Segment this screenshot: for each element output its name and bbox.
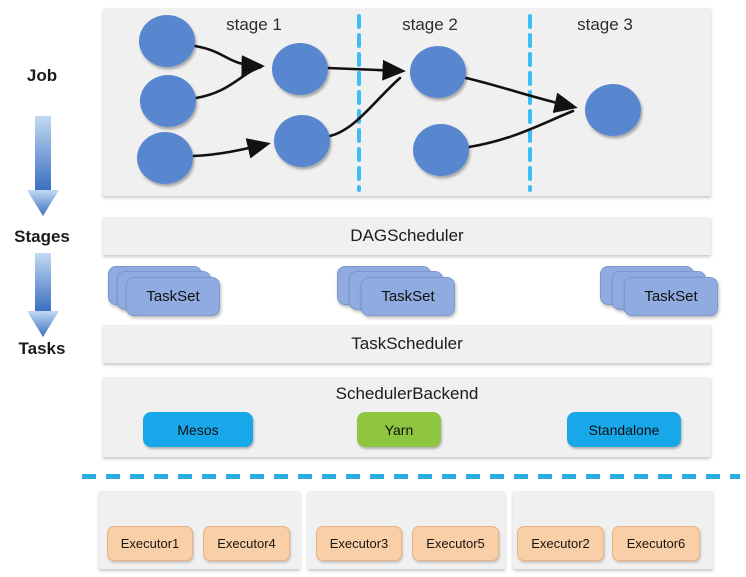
edge-b2-c1: [328, 76, 402, 138]
job-label: Job: [26, 66, 58, 85]
executor-label: Executor3: [329, 536, 389, 551]
edge-a1-b1: [193, 44, 265, 76]
executor-button: Executor5: [412, 526, 499, 561]
tasks-label: Tasks: [18, 339, 66, 358]
stage-1-label: stage 1: [226, 15, 282, 34]
executor-button: Executor1: [107, 526, 193, 561]
task-node: [140, 75, 196, 127]
taskset-card-front: TaskSet: [624, 277, 718, 316]
task-nodes: [137, 15, 641, 184]
edge-a3-b2: [191, 138, 271, 159]
executor-button: Executor4: [203, 526, 290, 561]
task-node: [410, 46, 466, 98]
executor-label: Executor2: [531, 536, 590, 551]
scheduler-backend-label: SchedulerBackend: [335, 384, 479, 403]
stages-to-tasks-arrow: [27, 253, 59, 337]
executor-label: Executor4: [217, 536, 276, 551]
stage-3-label: stage 3: [577, 15, 633, 34]
task-node: [137, 132, 193, 184]
task-scheduler-label: TaskScheduler: [351, 334, 463, 353]
job-dag-graph: [137, 14, 641, 192]
task-node: [272, 43, 328, 95]
executor-label: Executor1: [120, 536, 180, 551]
backend-yarn-label: Yarn: [384, 421, 414, 438]
taskset-label: TaskSet: [381, 288, 435, 305]
dag-scheduler-label: DAGScheduler: [350, 226, 464, 245]
stages-label: Stages: [14, 227, 70, 246]
job-to-stages-arrow: [27, 116, 59, 216]
backend-standalone-label: Standalone: [588, 421, 660, 438]
task-scheduler-bar: TaskScheduler: [103, 325, 711, 363]
backend-button-yarn: Yarn: [357, 412, 441, 447]
executor-button: Executor2: [517, 526, 604, 561]
edge-b1-c1: [326, 59, 406, 81]
taskset-label: TaskSet: [146, 288, 200, 305]
backend-button-mesos: Mesos: [143, 412, 253, 447]
taskset-card-front: TaskSet: [361, 277, 455, 316]
task-node: [585, 84, 641, 136]
stage-2-label: stage 2: [402, 15, 458, 34]
task-node: [413, 124, 469, 176]
taskset-card-front: TaskSet: [126, 277, 220, 316]
dependency-arrows: [191, 44, 578, 159]
backend-button-standalone: Standalone: [567, 412, 681, 447]
executor-button: Executor6: [612, 526, 700, 561]
executor-label: Executor5: [426, 536, 485, 551]
edge-a2-b1: [194, 65, 263, 100]
edge-c1-d1: [464, 76, 578, 113]
dag-scheduler-bar: DAGScheduler: [103, 217, 711, 255]
executor-button: Executor3: [316, 526, 402, 561]
task-node: [139, 15, 195, 67]
task-node: [274, 115, 330, 167]
taskset-label: TaskSet: [644, 288, 698, 305]
edge-c2-d1: [467, 109, 575, 149]
backend-mesos-label: Mesos: [177, 421, 219, 438]
cluster-boundary-dashed-line: [82, 474, 740, 479]
executor-label: Executor6: [626, 536, 686, 551]
